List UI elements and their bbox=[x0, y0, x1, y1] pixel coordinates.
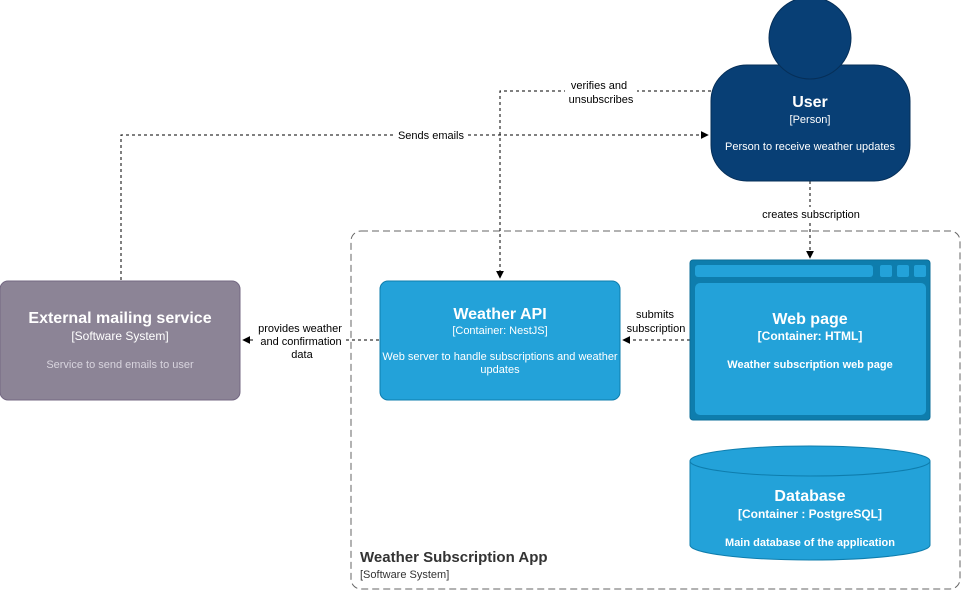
browser-window-button-icon bbox=[880, 265, 892, 277]
person-head-icon bbox=[768, 0, 852, 80]
api-type: [Container: NestJS] bbox=[452, 325, 547, 337]
database-title: Database bbox=[774, 488, 845, 505]
mailing-title: External mailing service bbox=[28, 310, 211, 327]
api-title: Weather API bbox=[453, 306, 546, 323]
edge-label-sends-emails: Sends emails bbox=[398, 130, 465, 142]
browser-address-bar bbox=[695, 265, 873, 277]
edge-label-verifies-line2: unsubscribes bbox=[569, 94, 634, 106]
user-description: Person to receive weather updates bbox=[725, 141, 895, 153]
edge-label-submits-line2: subscription bbox=[627, 323, 686, 335]
database-description: Main database of the application bbox=[725, 537, 895, 549]
edge-verifies-unsubscribes[interactable]: verifies and unsubscribes bbox=[496, 79, 711, 279]
database-cylinder-top bbox=[689, 445, 931, 477]
edge-submits-subscription[interactable]: submits subscription bbox=[622, 306, 690, 344]
webpage-description: Weather subscription web page bbox=[727, 359, 892, 371]
database-type: [Container : PostgreSQL] bbox=[738, 507, 882, 521]
edge-label-provides-line2: and confirmation bbox=[260, 336, 341, 348]
edge-label-submits-line1: submits bbox=[636, 309, 674, 321]
weather-api-node[interactable]: Weather API [Container: NestJS] Web serv… bbox=[379, 280, 621, 401]
boundary-title: Weather Subscription App bbox=[360, 549, 548, 566]
boundary-type: [Software System] bbox=[360, 569, 449, 581]
web-page-node[interactable]: Web page [Container: HTML] Weather subsc… bbox=[689, 259, 931, 421]
user-type: [Person] bbox=[790, 114, 831, 126]
api-description-line2: updates bbox=[480, 364, 520, 376]
browser-window-button-icon bbox=[897, 265, 909, 277]
edge-label-creates-subscription: creates subscription bbox=[762, 209, 860, 221]
edge-label-verifies-line1: verifies and bbox=[571, 80, 627, 92]
user-title: User bbox=[792, 94, 828, 111]
edge-provides-data[interactable]: provides weather and confirmation data bbox=[242, 320, 379, 362]
edge-sends-emails[interactable]: Sends emails bbox=[120, 128, 709, 280]
edge-label-provides-line1: provides weather bbox=[258, 323, 342, 335]
user-person-node[interactable]: User [Person] Person to receive weather … bbox=[710, 0, 911, 182]
api-description-line1: Web server to handle subscriptions and w… bbox=[382, 351, 618, 363]
database-node[interactable]: Database [Container : PostgreSQL] Main d… bbox=[689, 445, 931, 561]
external-mailing-node[interactable]: External mailing service [Software Syste… bbox=[0, 280, 241, 401]
mailing-description: Service to send emails to user bbox=[46, 359, 194, 371]
browser-content-area bbox=[695, 283, 926, 415]
system-boundary[interactable]: Weather Subscription App [Software Syste… bbox=[350, 230, 961, 590]
webpage-title: Web page bbox=[772, 311, 847, 328]
webpage-type: [Container: HTML] bbox=[758, 329, 863, 343]
edge-creates-subscription[interactable]: creates subscription bbox=[759, 181, 863, 259]
mailing-type: [Software System] bbox=[71, 329, 168, 343]
browser-window-button-icon bbox=[914, 265, 926, 277]
edge-label-provides-line3: data bbox=[291, 349, 313, 361]
